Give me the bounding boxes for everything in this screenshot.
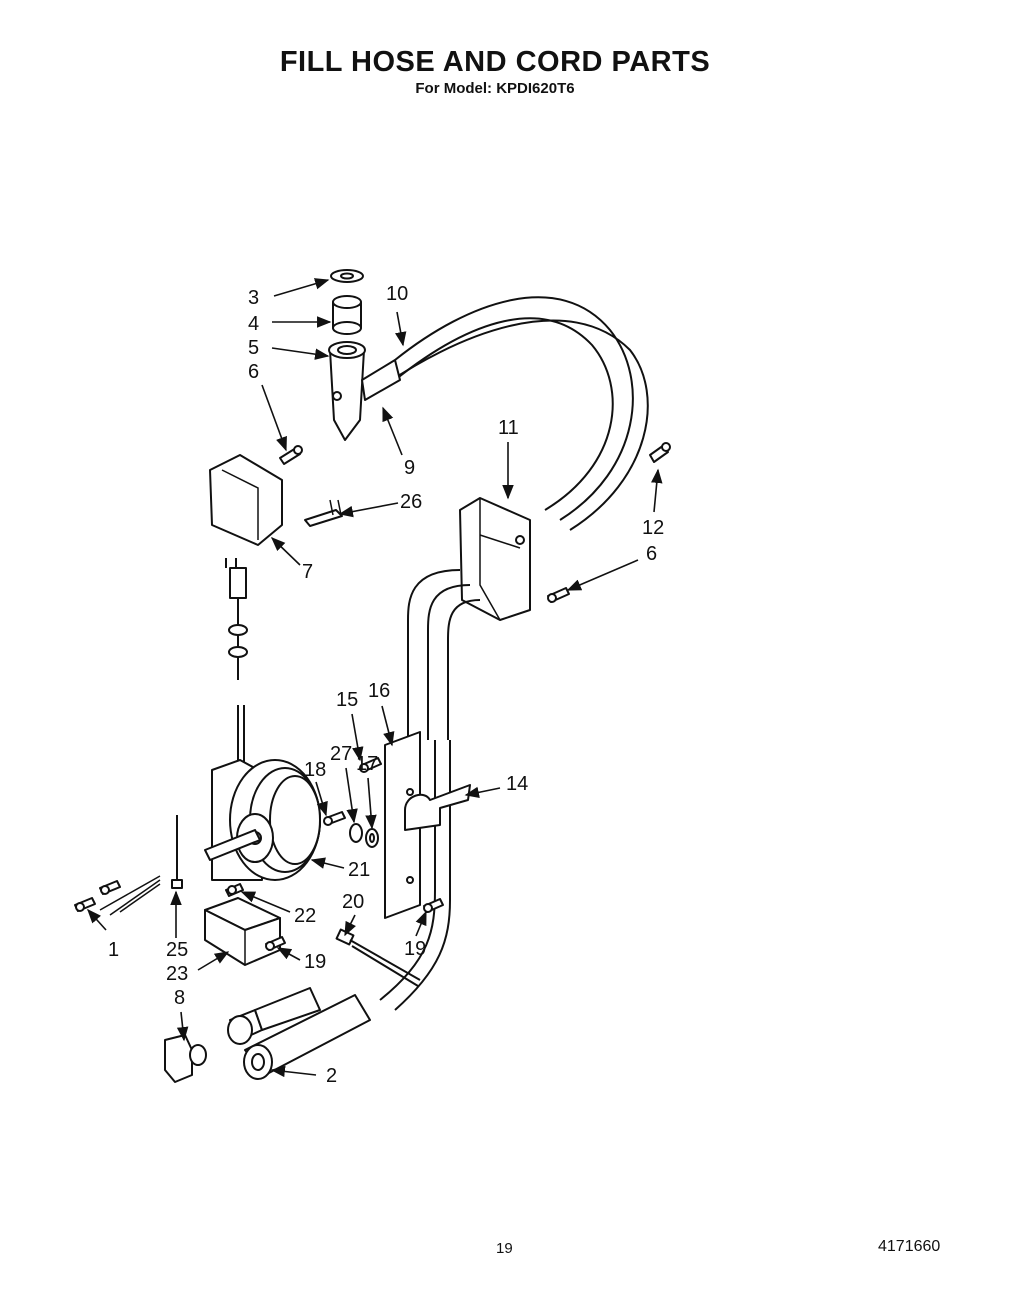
- callout-15: 15: [336, 689, 358, 711]
- callout-20: 20: [342, 891, 364, 913]
- hose-clip-part: [304, 499, 343, 527]
- screw-part-19-right: [423, 898, 444, 913]
- hose-clamp-part: [404, 784, 471, 831]
- screw-part-19-left: [265, 936, 286, 951]
- callout-21: 21: [348, 859, 370, 881]
- callout-8: 8: [174, 987, 185, 1009]
- callout-5: 5: [248, 337, 259, 359]
- washer-part: [330, 269, 364, 283]
- vertical-hoses: [379, 569, 481, 1011]
- support-plate-part: [384, 731, 421, 919]
- callout-3: 3: [248, 287, 259, 309]
- cord-reel-part: [204, 705, 321, 881]
- callout-4: 4: [248, 313, 259, 335]
- page-title: FILL HOSE AND CORD PARTS: [279, 46, 711, 78]
- callout-22: 22: [294, 905, 316, 927]
- callout-23: 23: [166, 963, 188, 985]
- callout-17: 17: [356, 753, 378, 775]
- callout-1: 1: [108, 939, 119, 961]
- callout-19-left: 19: [304, 951, 326, 973]
- mounting-bracket-part: [204, 897, 281, 966]
- screw-part-15: [359, 757, 382, 773]
- callout-10: 10: [386, 283, 408, 305]
- screw-part-22: [225, 883, 244, 897]
- callout-27: 27: [330, 743, 352, 765]
- callout-6-right: 6: [646, 543, 657, 565]
- callout-11: 11: [498, 417, 519, 439]
- callout-labels: 3 4 5 6 10 9 11 12 6 26 7 15 16 18 27 17…: [108, 283, 664, 1087]
- screw-part-1: [74, 875, 161, 916]
- callout-12: 12: [642, 517, 664, 539]
- cord-cover-part: [209, 454, 283, 546]
- callout-18: 18: [304, 759, 326, 781]
- screw-part: [279, 445, 303, 465]
- callout-14: 14: [506, 773, 528, 795]
- callout-19-right: 19: [404, 938, 426, 960]
- callout-9: 9: [404, 457, 415, 479]
- document-number: 4171660: [878, 1238, 941, 1255]
- hose-coupling-part: [227, 987, 371, 1080]
- callout-6-upper: 6: [248, 361, 259, 383]
- power-cord-part: [225, 558, 248, 680]
- callout-2: 2: [326, 1065, 337, 1087]
- washer-part-17: [365, 828, 379, 848]
- callout-7: 7: [302, 561, 313, 583]
- valve-insert-part: [332, 295, 362, 335]
- callout-26: 26: [400, 491, 422, 513]
- screw-part-6-right: [547, 587, 570, 603]
- page-number: 19: [496, 1240, 513, 1257]
- washer-part-27: [349, 823, 363, 843]
- leader-lines: [87, 278, 663, 1078]
- fill-hose: [369, 296, 649, 531]
- elbow-fitting-part: [164, 1034, 207, 1083]
- fill-funnel-part: [328, 341, 401, 441]
- callout-25: 25: [166, 939, 188, 961]
- cable-tie-part-25: [171, 815, 183, 889]
- screw-part-12: [649, 442, 671, 463]
- model-subtitle: For Model: KPDI620T6: [415, 80, 575, 97]
- hose-bracket-part: [459, 497, 531, 621]
- screw-part-18: [323, 811, 346, 826]
- callout-16: 16: [368, 680, 390, 702]
